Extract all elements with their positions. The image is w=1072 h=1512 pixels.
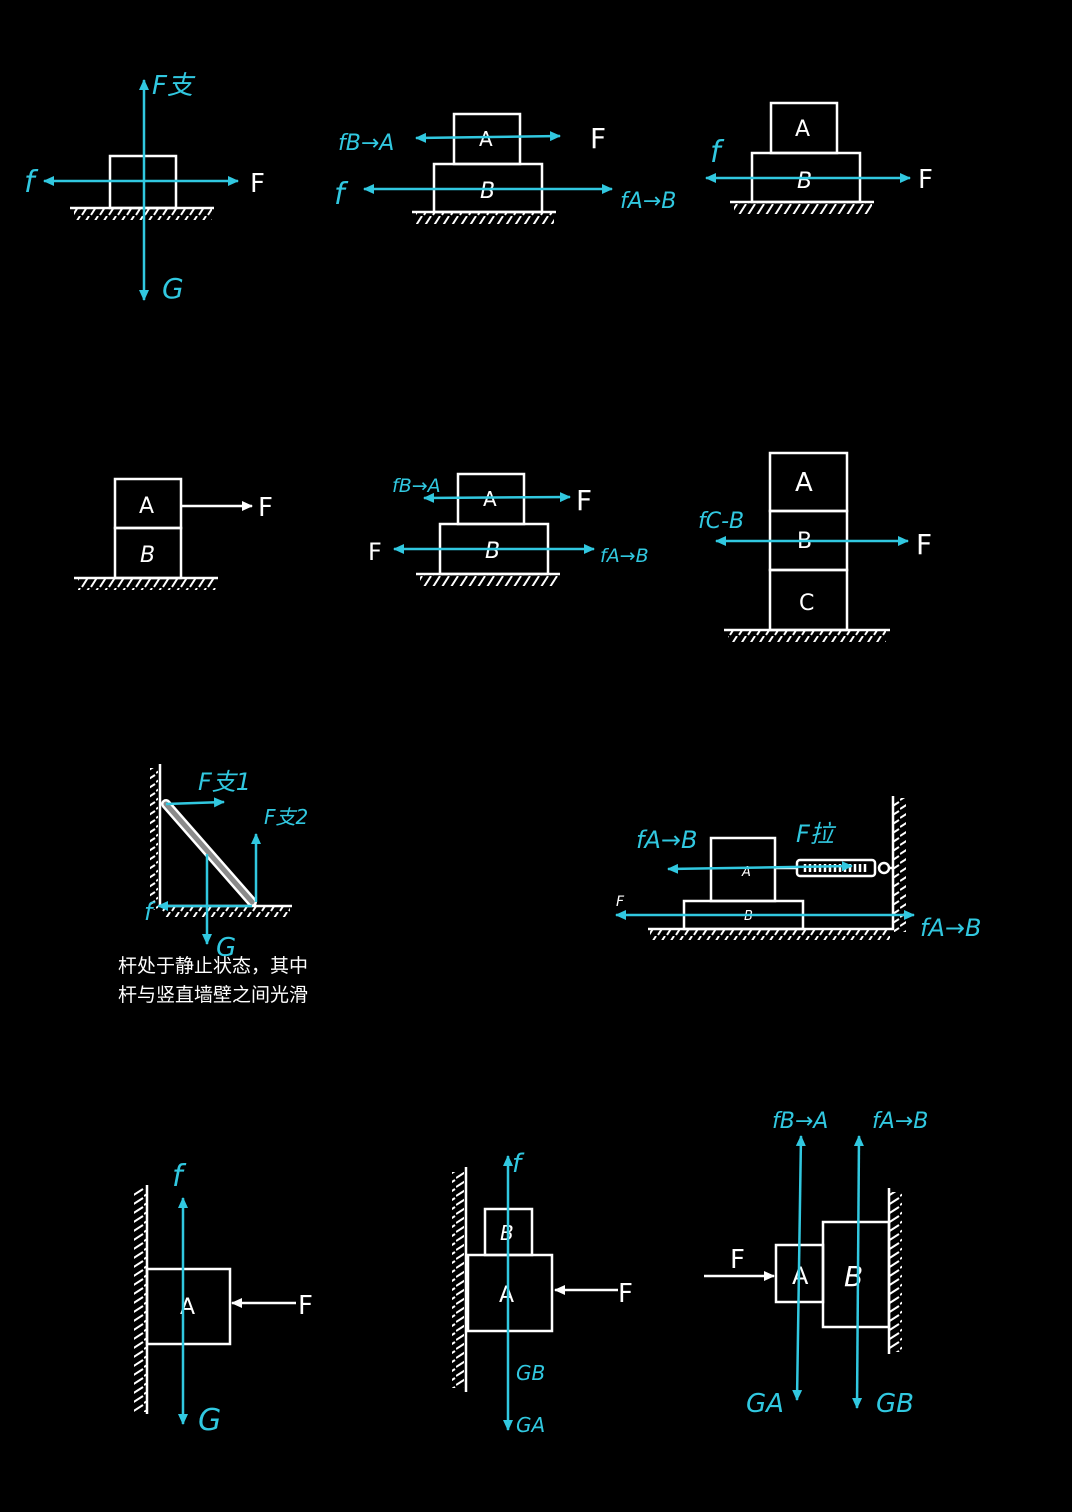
label-f-b-on-a: fB→A — [338, 131, 394, 156]
wall-normal-force-arrow — [165, 797, 225, 808]
caption-line-2: 杆与竖直墙壁之间光滑 — [118, 984, 309, 1006]
block-b-label: B — [744, 909, 753, 924]
label-friction: f — [172, 1159, 187, 1194]
vertical-force-arrow-b — [852, 1135, 864, 1409]
wall-hatch — [134, 1188, 146, 1412]
block-a — [145, 1267, 232, 1346]
block-b-label: B — [480, 179, 495, 204]
label-f-a-on-b: fA→B — [620, 189, 676, 214]
label-applied-force: F — [298, 1291, 313, 1321]
ground-hatch — [728, 630, 886, 642]
ground-hatch — [416, 212, 554, 224]
label-f-a-on-b-right: fA→B — [920, 914, 981, 942]
label-applied-force: F — [590, 122, 606, 155]
block-a-label: A — [795, 117, 810, 142]
diagram-stacked-blocks-force-on-b: A B f F — [705, 101, 933, 214]
label-weight-a: GA — [746, 1389, 784, 1419]
diagram-stacked-blocks-force-on-a: A B fB→A F f fA→B — [334, 112, 676, 224]
force-arrow-on-a — [667, 861, 853, 874]
label-ground-friction: f — [334, 177, 349, 212]
block-b-label: B — [485, 539, 500, 564]
caption-line-1: 杆处于静止状态，其中 — [118, 955, 309, 977]
label-friction: f — [710, 135, 725, 170]
label-f-a-on-b: fA→B — [600, 545, 649, 567]
label-normal-force: F支 — [152, 71, 196, 101]
label-f-a-on-b: fA→B — [872, 1109, 928, 1134]
label-wall-normal-force: F支1 — [198, 768, 251, 796]
diagram-spring-scale-blocks: A B fA→B F拉 F fA→B — [615, 796, 981, 942]
label-floor-normal-force: F支2 — [264, 805, 308, 829]
label-weight-b: GB — [876, 1389, 914, 1419]
wall-hatch — [890, 1192, 902, 1352]
label-gravity: G — [198, 1403, 221, 1438]
block-a — [768, 451, 849, 513]
block-b-label: B — [844, 1260, 863, 1293]
diagram-two-blocks-side-by-side-wall: A B fB→A fA→B F GA GB — [704, 1109, 928, 1419]
block-a — [113, 477, 183, 530]
diagram-block-on-ground: F支 G f F — [24, 71, 265, 305]
label-applied-force: F — [918, 165, 933, 195]
label-gravity: G — [216, 933, 236, 963]
ground-hatch — [78, 578, 216, 590]
wall-hatch — [150, 768, 158, 910]
label-f-b-on-a: fB→A — [392, 475, 441, 497]
ground-hatch — [650, 930, 890, 940]
block-b-label: B — [140, 543, 155, 568]
label-gravity: G — [162, 272, 184, 305]
vertical-force-arrow-a — [792, 1135, 806, 1401]
wall-hatch — [452, 1172, 464, 1388]
label-friction: f — [24, 165, 39, 200]
wall-hatch — [894, 798, 906, 932]
block-a-label: A — [792, 1262, 809, 1290]
label-applied-force: F — [618, 1279, 633, 1309]
ground-hatch — [420, 574, 558, 586]
block-c-label: C — [799, 591, 814, 616]
label-spring-tension: F拉 — [796, 820, 837, 848]
block-a-label: A — [483, 487, 497, 511]
block-a-label: A — [479, 127, 493, 151]
label-weight-b: GB — [516, 1361, 545, 1385]
diagram-stacked-blocks-opposite-forces: A B fB→A F F fA→B — [368, 472, 649, 586]
rod-caption: 杆处于静止状态，其中 杆与竖直墙壁之间光滑 — [118, 952, 418, 1010]
label-applied-force: F — [250, 169, 265, 199]
diagram-block-pressed-to-wall: A f G F — [134, 1159, 313, 1438]
ground-hatch — [734, 202, 872, 214]
label-f-c-on-b: fC-B — [698, 509, 744, 534]
diagram-rope-pulling-a: A B F — [74, 477, 273, 590]
block-b-label: B — [797, 169, 812, 194]
label-f-a-on-b-top: fA→B — [636, 826, 697, 854]
label-applied-force: F — [258, 493, 273, 523]
block-a — [769, 101, 839, 155]
label-applied-force: F — [916, 528, 932, 561]
rod-fill — [163, 801, 255, 905]
label-f-b-on-a: fB→A — [772, 1109, 828, 1134]
label-friction: f — [512, 1149, 525, 1179]
block-a-label: A — [139, 494, 154, 519]
label-applied-force: F — [730, 1245, 745, 1275]
label-weight-a: GA — [516, 1413, 545, 1437]
block-a-label: A — [499, 1283, 514, 1308]
label-force-on-a: F — [576, 484, 592, 517]
floor-hatch — [162, 907, 290, 917]
label-force-on-b: F — [368, 538, 382, 566]
force-arrow-on-a — [423, 492, 571, 503]
label-applied-force: F — [616, 894, 625, 910]
diagram-two-blocks-pressed-to-wall: A B f GB GA F — [452, 1149, 633, 1437]
force-arrow-on-a — [415, 131, 561, 143]
diagram-rod-against-wall: F支1 F支2 f G — [144, 764, 308, 963]
diagram-three-stacked-blocks: A B C fC-B F — [698, 451, 932, 642]
block-a-label: A — [795, 468, 813, 498]
